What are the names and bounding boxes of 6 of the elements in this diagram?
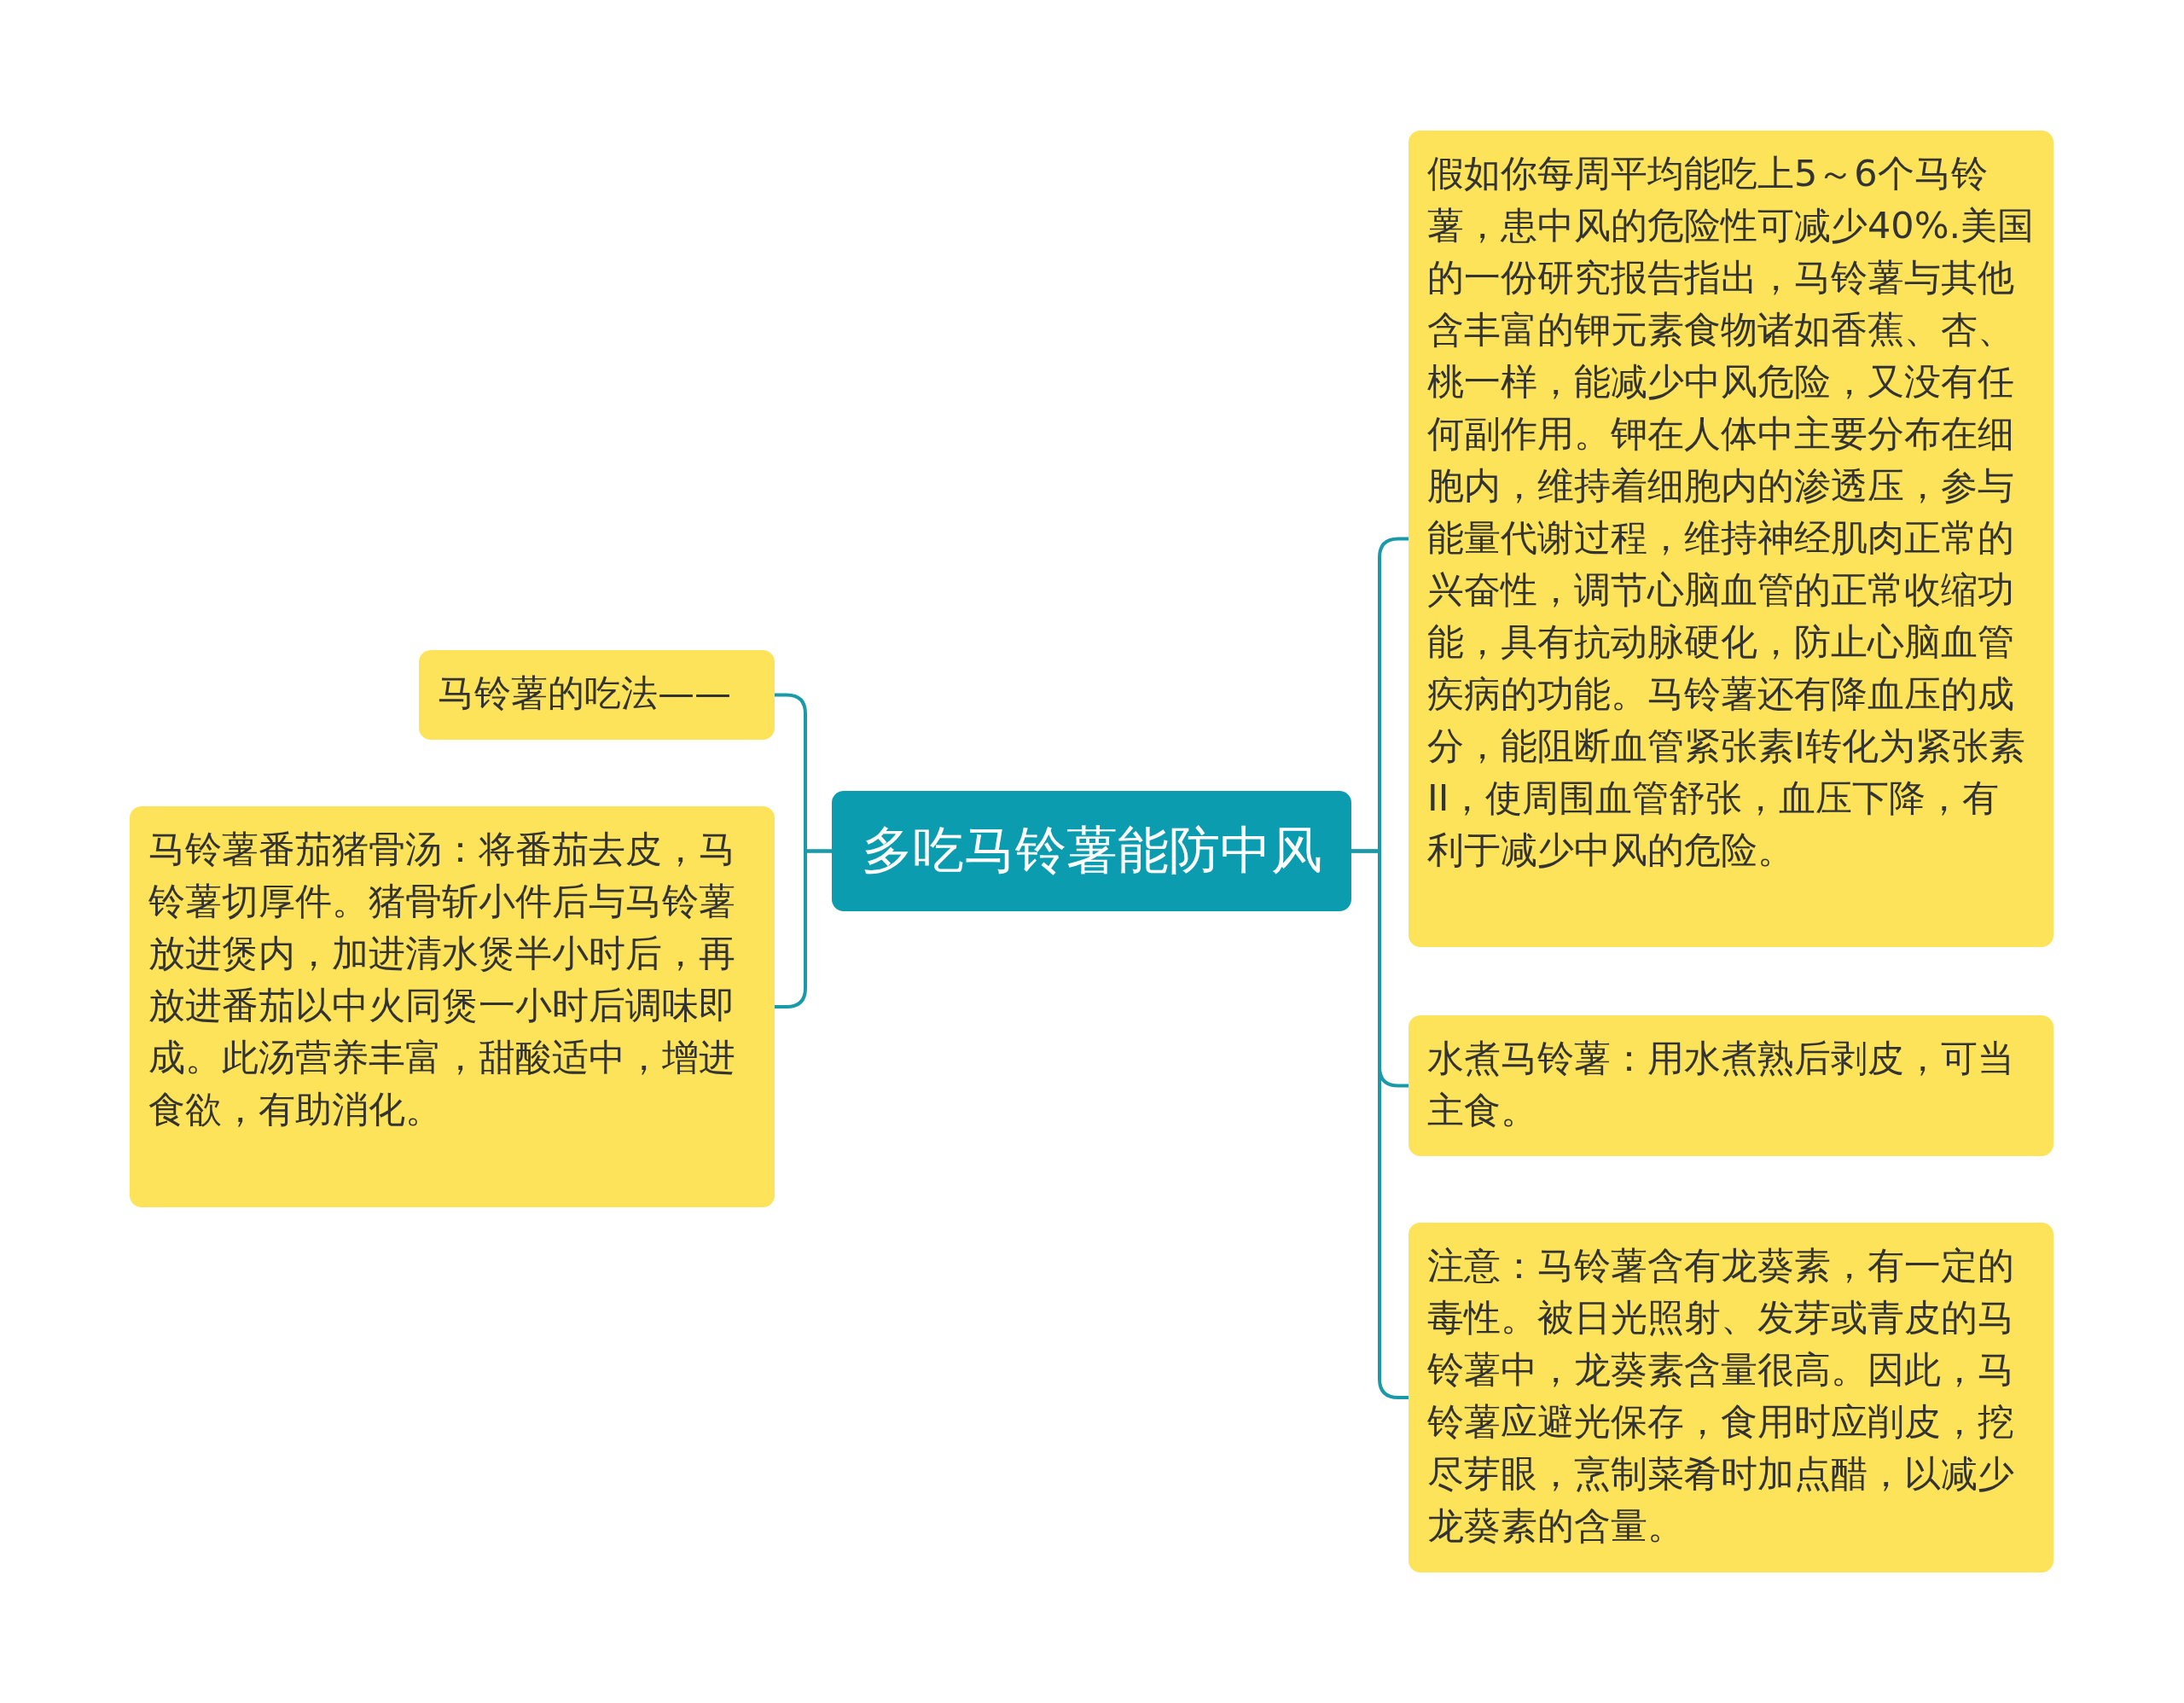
topic-box: 水煮马铃薯：用水煮熟后剥皮，可当主食。: [1409, 1015, 2053, 1156]
topic-box: 马铃薯番茄猪骨汤：将番茄去皮，马铃薯切厚件。猪骨斩小件后与马铃薯放进煲内，加进清水煲半小时后，再放进番茄以中火同煲一小时后调味即成。此汤营养丰富，甜酸适中，增进食欲，有助消化。: [130, 806, 775, 1207]
topic-box: 马铃薯的吃法——: [419, 650, 775, 740]
central-topic-box: 多吃马铃薯能防中风: [832, 791, 1351, 911]
topic-box: 假如你每周平均能吃上5～6个马铃薯，患中风的危险性可减少40%.美国的一份研究报告指出，马铃薯与其他含丰富的钾元素食物诸如香蕉、杏、桃一样，能减少中风危险，又没有任何副作用。钾在人体中主要分布在细胞内，维持着细胞内的渗透压，参与能量代谢过程，维持神经肌肉正常的兴奋性，调节心脑血管的正常收缩功能，具有抗动脉硬化，防止心脑血管疾病的功能。马铃薯还有降血压的成分，能阻断血管紧张素I转化为紧张素II，使周围血管舒张，血压下降，有利于减少中风的危险。: [1409, 131, 2053, 947]
topic-box: 注意：马铃薯含有龙葵素，有一定的毒性。被日光照射、发芽或青皮的马铃薯中，龙葵素含量很高。因此，马铃薯应避光保存，食用时应削皮，挖尽芽眼，烹制菜肴时加点醋，以减少龙葵素的含量。: [1409, 1223, 2053, 1572]
